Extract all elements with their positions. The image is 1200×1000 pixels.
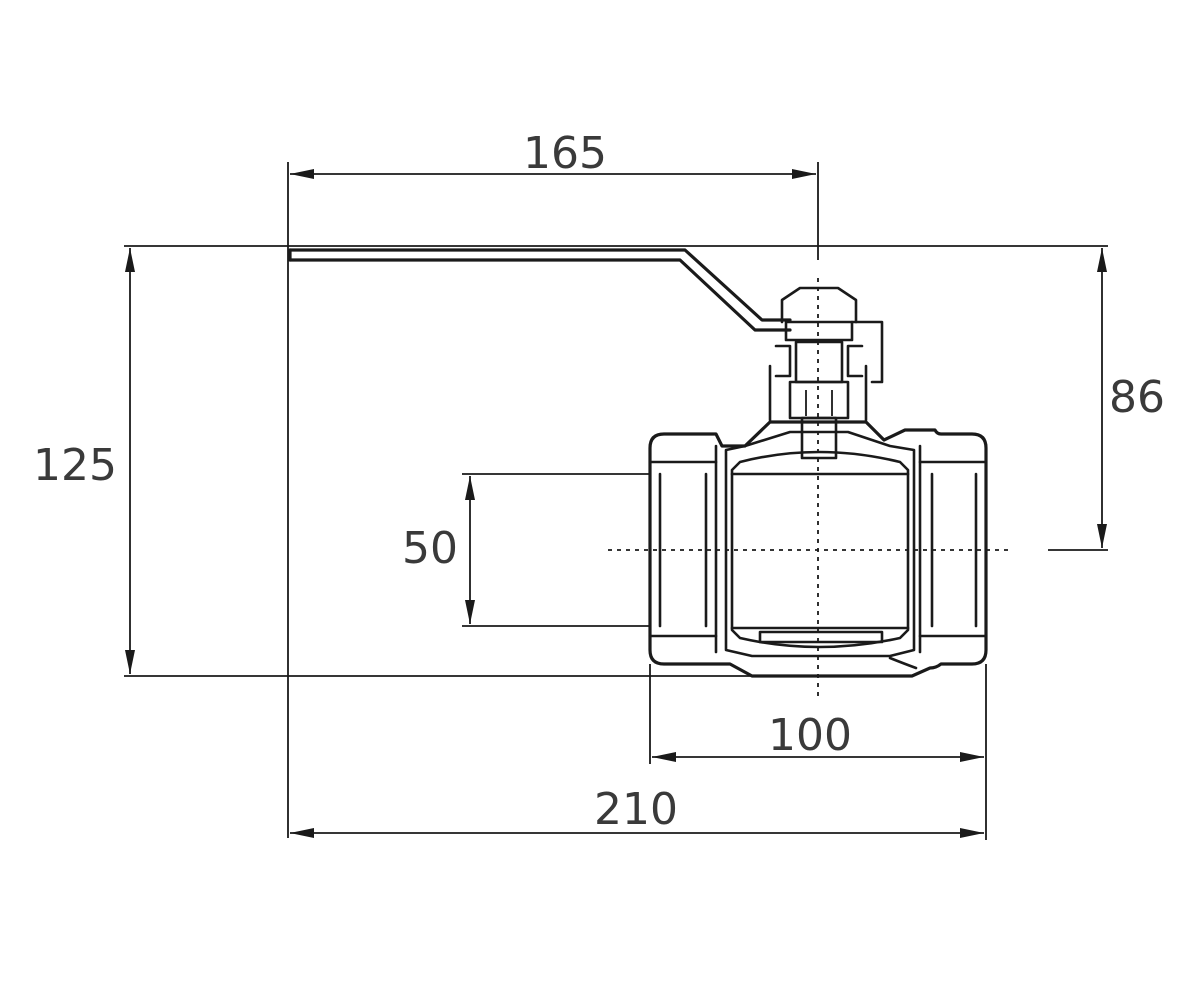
dimension-label-86: 86 — [1109, 372, 1165, 423]
dimension-label-125: 125 — [33, 440, 117, 491]
valve-outline — [288, 248, 1012, 700]
dimension-label-50: 50 — [402, 523, 458, 574]
dimension-bore: 50 — [402, 473, 650, 627]
dimension-overall-length: 210 — [290, 784, 984, 838]
dimension-overall-height: 125 — [33, 245, 1108, 677]
stem-assembly — [768, 286, 884, 460]
dimension-stem-height: 86 — [1048, 248, 1165, 551]
dimension-label-165: 165 — [523, 128, 607, 179]
dimension-body-length: 100 — [649, 664, 987, 840]
dimension-label-100: 100 — [768, 710, 852, 761]
dimension-lever-reach: 165 — [287, 128, 819, 838]
dimension-label-210: 210 — [594, 784, 678, 835]
lever-handle — [288, 248, 792, 332]
